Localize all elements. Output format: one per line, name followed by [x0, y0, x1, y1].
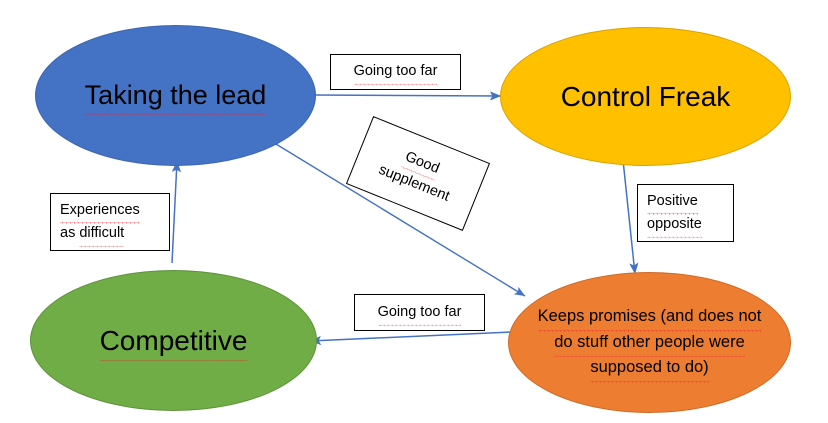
edge-label-going-too-far-bottom-text: Going too far — [377, 301, 461, 327]
arrow-competitive-to-taking-the-lead — [171, 160, 182, 264]
edge-label-positive-opposite-text-wrap: Positive opposite — [647, 190, 724, 239]
edge-label-experiences-as-difficult-word-difficult: difficult — [79, 222, 124, 248]
node-taking-the-lead-text: Taking the lead — [84, 78, 266, 116]
node-competitive[interactable]: Competitive — [30, 270, 317, 411]
node-control-freak-label: Control Freak — [560, 80, 731, 112]
edge-label-going-too-far-top[interactable]: Going too far — [330, 54, 461, 90]
arrow-control-freak-to-keeps-promises — [622, 159, 639, 275]
node-taking-the-lead[interactable]: Taking the lead — [35, 25, 316, 166]
edge-label-experiences-as-difficult-text-wrap: Experiences as difficult — [60, 199, 160, 248]
edge-label-positive-opposite-line-2: opposite — [647, 213, 702, 239]
edge-label-going-too-far-bottom[interactable]: Going too far — [354, 294, 485, 331]
arrow-taking-the-lead-to-control-freak — [313, 91, 502, 101]
arrow-keeps-promises-to-competitive — [309, 331, 513, 346]
node-keeps-promises[interactable]: Keeps promises (and does not do stuff ot… — [508, 272, 791, 413]
edge-label-good-supplement[interactable]: Good supplement — [345, 116, 491, 231]
edge-label-positive-opposite-line-1: Positive — [647, 190, 698, 216]
node-keeps-promises-line-1: Keeps promises (and does not — [537, 304, 761, 332]
node-taking-the-lead-label: Taking the lead — [45, 78, 306, 116]
node-competitive-text: Competitive — [99, 323, 247, 362]
edge-label-going-too-far-bottom-text-wrap: Going too far — [355, 301, 484, 327]
node-competitive-label: Competitive — [40, 323, 306, 362]
node-control-freak[interactable]: Control Freak — [500, 27, 791, 166]
edge-label-experiences-as-difficult[interactable]: Experiences as difficult — [50, 193, 170, 251]
edge-label-experiences-as-difficult-line-1: Experiences — [60, 199, 140, 225]
node-keeps-promises-line-3: supposed to do) — [590, 355, 710, 383]
edge-label-good-supplement-text-wrap: Good supplement — [360, 133, 476, 214]
edge-label-going-too-far-top-text-wrap: Going too far — [331, 60, 460, 86]
edge-label-experiences-as-difficult-line-2: as difficult — [60, 225, 124, 248]
node-keeps-promises-line-2: do stuff other people were — [554, 330, 745, 357]
edge-label-positive-opposite[interactable]: Positive opposite — [637, 184, 734, 242]
edge-label-going-too-far-top-text: Going too far — [353, 60, 437, 86]
node-keeps-promises-label: Keeps promises (and does not do stuff ot… — [513, 304, 787, 383]
